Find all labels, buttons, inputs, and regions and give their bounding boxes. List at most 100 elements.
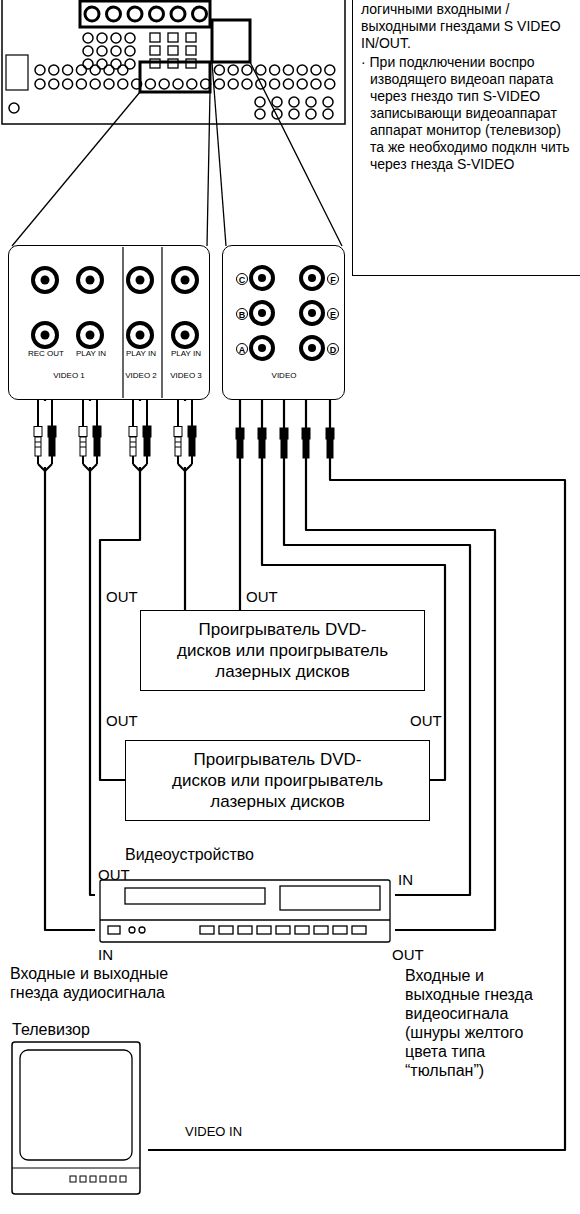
receiver-back-panel-part — [306, 97, 316, 107]
video-jacks-part — [258, 274, 266, 282]
receiver-back-panel-part — [297, 65, 307, 75]
rca-plugs-part-part — [258, 420, 266, 466]
audio-jacks-part-part — [128, 323, 152, 347]
jack-label: PLAY IN — [69, 349, 113, 359]
rca-plugs-part-part — [177, 400, 179, 418]
audio-jacks-part-part — [181, 276, 190, 285]
receiver-back-panel-part — [2, 0, 345, 124]
rca-plugs-part-part — [191, 400, 193, 418]
device-heading: Видеоустройство — [125, 845, 254, 864]
receiver-back-panel-part — [186, 59, 196, 68]
receiver-back-panel-part — [9, 103, 19, 113]
rca-plugs-part-part — [132, 400, 134, 418]
receiver-back-panel-part — [125, 46, 135, 56]
vcr-drawing-part-part — [257, 926, 271, 934]
video-jacks-part — [251, 302, 273, 324]
video-jacks-part — [251, 337, 273, 359]
receiver-back-panel-part — [35, 79, 45, 89]
audio-jacks-part-part — [128, 268, 152, 292]
zoom-lines-part — [212, 62, 226, 246]
port-label: OUT — [98, 866, 130, 883]
note-label: Входные и выходные гнезда видеосигнала (… — [405, 966, 557, 1080]
audio-jacks-part-part — [86, 276, 95, 285]
vcr-drawing-part-part — [314, 926, 328, 934]
tv-drawing-part — [20, 1050, 132, 1160]
receiver-back-panel-part — [270, 65, 280, 75]
jack-label: VIDEO 2 — [119, 371, 163, 381]
rca-plugs-part-part — [302, 420, 310, 466]
audio-jacks-part-part — [173, 323, 197, 347]
receiver-back-panel-part — [255, 97, 265, 107]
rca-plugs-part-part — [83, 464, 97, 471]
receiver-back-panel-part — [111, 46, 121, 56]
receiver-back-panel-part — [83, 46, 93, 56]
video-jack-panel: CFBEADVIDEO — [222, 245, 345, 400]
vcr-drawing-part — [139, 927, 145, 933]
receiver-back-panel-part — [256, 65, 266, 75]
receiver-back-panel-part — [214, 65, 224, 75]
jack-label: VIDEO 1 — [47, 371, 91, 381]
jack-letter: D — [327, 343, 339, 355]
audio-jacks-part-part — [33, 323, 57, 347]
audio-jacks-part-part — [136, 276, 145, 285]
receiver-back-panel-part — [104, 65, 114, 75]
video-jacks-part — [308, 344, 316, 352]
cable-connector — [148, 400, 565, 1150]
receiver-back-panel-part — [80, 1, 210, 27]
receiver-back-panel-part — [289, 97, 299, 107]
receiver-back-panel-part — [150, 33, 160, 42]
vcr-drawing-part-part — [333, 926, 347, 934]
receiver-back-panel-part — [214, 79, 224, 89]
tv-drawing-part-part — [70, 1176, 76, 1182]
receiver-back-panel-part — [323, 109, 333, 119]
video-jacks-part — [301, 302, 323, 324]
rca-plugs-part-part — [146, 400, 148, 418]
receiver-back-panel-part — [173, 79, 183, 89]
port-label: IN — [398, 871, 413, 888]
rca-plugs-part-part — [51, 400, 53, 418]
jack-letter: F — [327, 273, 339, 285]
vcr-drawing-part-part — [295, 926, 309, 934]
audio-jacks-part-part — [78, 268, 102, 292]
receiver-back-panel-part — [150, 7, 164, 21]
receiver-back-panel-part — [150, 59, 160, 68]
receiver-back-panel-part — [104, 79, 114, 89]
receiver-back-panel-part — [242, 65, 252, 75]
vcr-drawing-part — [280, 886, 380, 910]
receiver-back-panel-part — [63, 79, 73, 89]
video-jacks — [251, 267, 323, 359]
audio-jacks-part-part — [86, 331, 95, 340]
tv-drawing-part — [12, 1168, 140, 1169]
audio-jacks-part — [122, 247, 123, 398]
receiver-back-panel-part — [168, 59, 178, 68]
receiver-back-panel-part — [168, 46, 178, 55]
receiver-back-panel-part — [255, 109, 265, 119]
receiver-back-panel-part — [6, 55, 28, 90]
tv-drawing-part — [12, 1042, 140, 1194]
rca-plugs-part-part — [79, 418, 87, 464]
receiver-back-panel-part — [306, 109, 316, 119]
receiver-back-panel-part — [159, 79, 169, 89]
receiver-back-panel-part — [132, 79, 142, 89]
receiver-back-panel-part — [145, 79, 155, 89]
receiver-back-panel-part — [85, 7, 99, 21]
receiver-back-panel-part — [128, 7, 142, 21]
vcr-drawing-part-part — [200, 926, 214, 934]
receiver-back-panel-part — [90, 65, 100, 75]
receiver-back-panel-part — [311, 79, 321, 89]
vcr-drawing-part — [100, 919, 390, 920]
rca-plugs-part-part — [38, 464, 52, 471]
device-heading: Телевизор — [12, 1020, 90, 1039]
rca-plugs-part-part — [143, 418, 151, 464]
jack-letter: B — [236, 308, 248, 320]
port-label: OUT — [246, 588, 278, 605]
video-jacks-part — [308, 274, 316, 282]
tv-drawing-part-part — [120, 1176, 126, 1182]
zoom-lines-part — [207, 92, 210, 246]
player-box: Проигрыватель DVD-дисков или проигрывате… — [125, 740, 430, 821]
receiver-back-panel — [2, 0, 345, 124]
audio-jacks-part-part — [173, 268, 197, 292]
port-label: OUT — [392, 946, 424, 963]
vcr-drawing-part — [100, 880, 390, 942]
